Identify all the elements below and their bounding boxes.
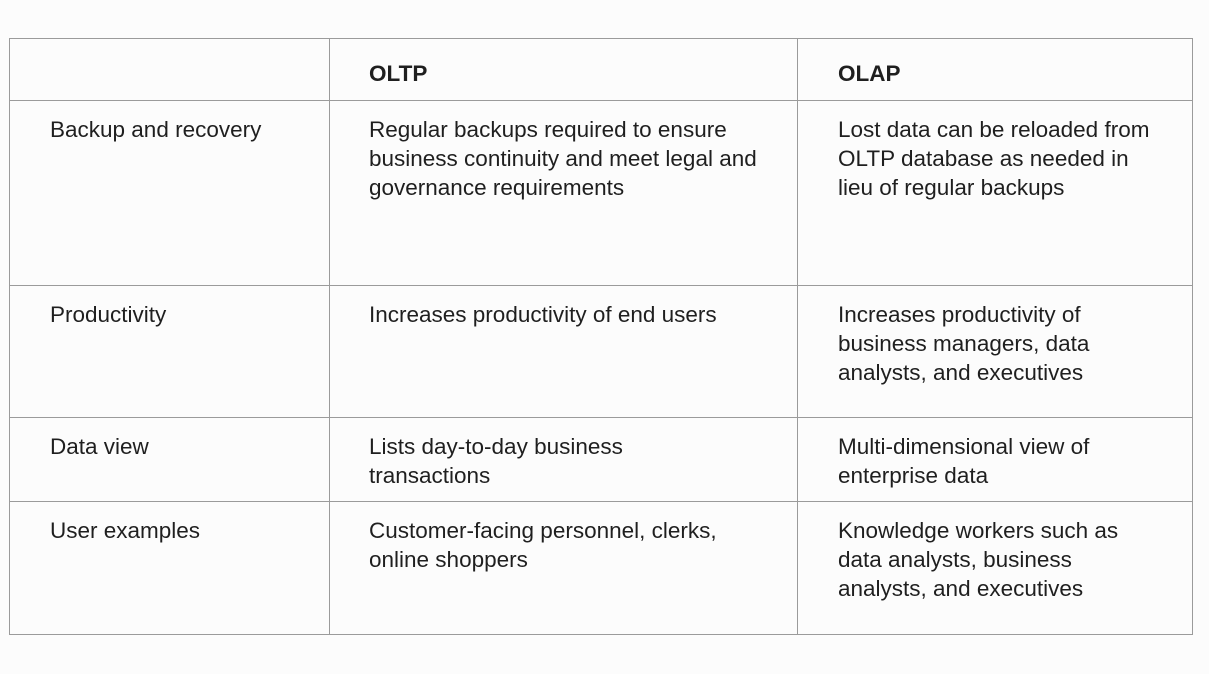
table-header-row: OLTP OLAP <box>9 38 1193 101</box>
row-label: Productivity <box>9 285 330 418</box>
olap-cell: Increases productivity of business manag… <box>797 285 1193 418</box>
table-row: Productivity Increases productivity of e… <box>9 285 1193 418</box>
oltp-cell: Customer-facing personnel, clerks, onlin… <box>329 501 798 635</box>
olap-cell: Lost data can be reloaded from OLTP data… <box>797 100 1193 286</box>
row-label: Backup and recovery <box>9 100 330 286</box>
header-olap: OLAP <box>797 38 1193 101</box>
oltp-cell: Lists day-to-day business transactions <box>329 417 798 502</box>
table-row: User examples Customer-facing personnel,… <box>9 501 1193 635</box>
header-oltp: OLTP <box>329 38 798 101</box>
row-label: Data view <box>9 417 330 502</box>
comparison-table: OLTP OLAP Backup and recovery Regular ba… <box>9 38 1193 635</box>
oltp-cell: Increases productivity of end users <box>329 285 798 418</box>
olap-cell: Knowledge workers such as data analysts,… <box>797 501 1193 635</box>
oltp-cell: Regular backups required to ensure busin… <box>329 100 798 286</box>
table-row: Backup and recovery Regular backups requ… <box>9 100 1193 286</box>
row-label: User examples <box>9 501 330 635</box>
table-row: Data view Lists day-to-day business tran… <box>9 417 1193 502</box>
header-empty-cell <box>9 38 330 101</box>
olap-cell: Multi-dimensional view of enterprise dat… <box>797 417 1193 502</box>
